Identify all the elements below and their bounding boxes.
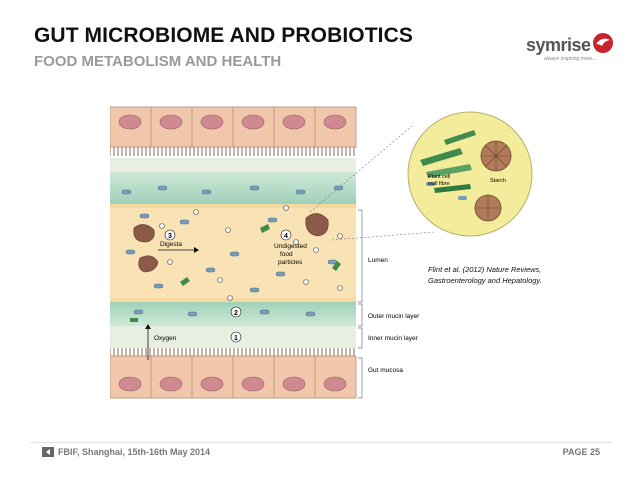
footer-divider: [30, 442, 612, 443]
label-undigested-2: food: [280, 251, 293, 258]
top-inner-band: [110, 158, 356, 172]
citation-line-1: Flint et al. (2012) Nature Reviews,: [428, 264, 598, 275]
footer-event: FBIF, Shanghai, 15th-16th May 2014: [58, 447, 210, 457]
label-plant-cell-1: Plant cell: [428, 174, 450, 180]
slide-title: GUT MICROBIOME AND PROBIOTICS: [34, 24, 413, 48]
logo-wordmark: symrise: [526, 35, 591, 56]
label-lumen: Lumen: [368, 257, 388, 264]
marker-3: 3: [168, 233, 172, 240]
label-outer-mucin: Outer mucin layer: [368, 313, 420, 320]
logo-bird-icon: [592, 32, 614, 54]
bottom-epithelium: [110, 348, 356, 398]
label-gut-mucosa: Gut mucosa: [368, 367, 403, 374]
layer-brackets: [358, 210, 362, 398]
label-inner-mucin: Inner mucin layer: [368, 335, 419, 342]
previous-slide-icon[interactable]: [42, 447, 54, 457]
top-epithelium: [110, 107, 356, 156]
label-undigested-3: particles: [278, 259, 303, 266]
label-plant-cell-2: wall fibre: [427, 181, 450, 187]
page-number: PAGE 25: [540, 447, 600, 457]
label-oxygen: Oxygen: [154, 335, 177, 342]
zoom-inset: [408, 112, 532, 236]
label-undigested-1: Undigested: [274, 243, 307, 250]
marker-4: 4: [284, 233, 288, 240]
marker-1: 1: [234, 335, 238, 342]
gut-diagram: 1 2 3 4 Digesta Oxygen Undigested food p…: [110, 100, 610, 400]
symrise-logo: symrise always inspiring more...: [526, 32, 616, 66]
marker-2: 2: [234, 310, 238, 317]
label-digesta: Digesta: [160, 241, 182, 248]
label-starch: Starch: [490, 178, 506, 184]
slide-subtitle: FOOD METABOLISM AND HEALTH: [34, 53, 281, 70]
citation-line-2: Gastroenterology and Hepatology.: [428, 275, 598, 286]
top-mucin-layer: [110, 172, 356, 204]
logo-tagline: always inspiring more...: [544, 56, 596, 62]
citation: Flint et al. (2012) Nature Reviews, Gast…: [428, 264, 598, 286]
